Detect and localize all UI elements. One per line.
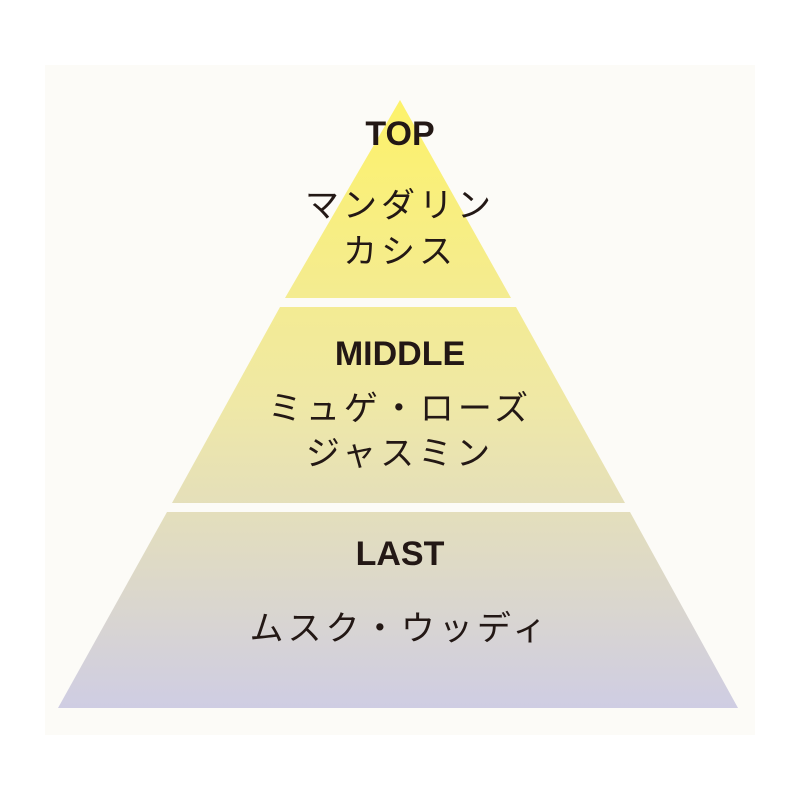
tier-note-middle-1: ミュゲ・ローズ [267, 389, 533, 429]
pyramid-tier-middle [172, 307, 625, 503]
tier-note-top-2: カシス [343, 232, 457, 272]
tier-note-middle-2: ジャスミン [305, 434, 495, 474]
tier-note-last-1: ムスク・ウッディ [249, 609, 551, 649]
tier-title-middle: MIDDLE [334, 335, 466, 373]
tier-title-last: LAST [355, 535, 445, 573]
tier-note-top-1: マンダリン [305, 186, 495, 226]
tier-title-top: TOP [365, 115, 435, 153]
pyramid-tier-top [285, 100, 511, 298]
pyramid-tier-last [58, 512, 738, 708]
